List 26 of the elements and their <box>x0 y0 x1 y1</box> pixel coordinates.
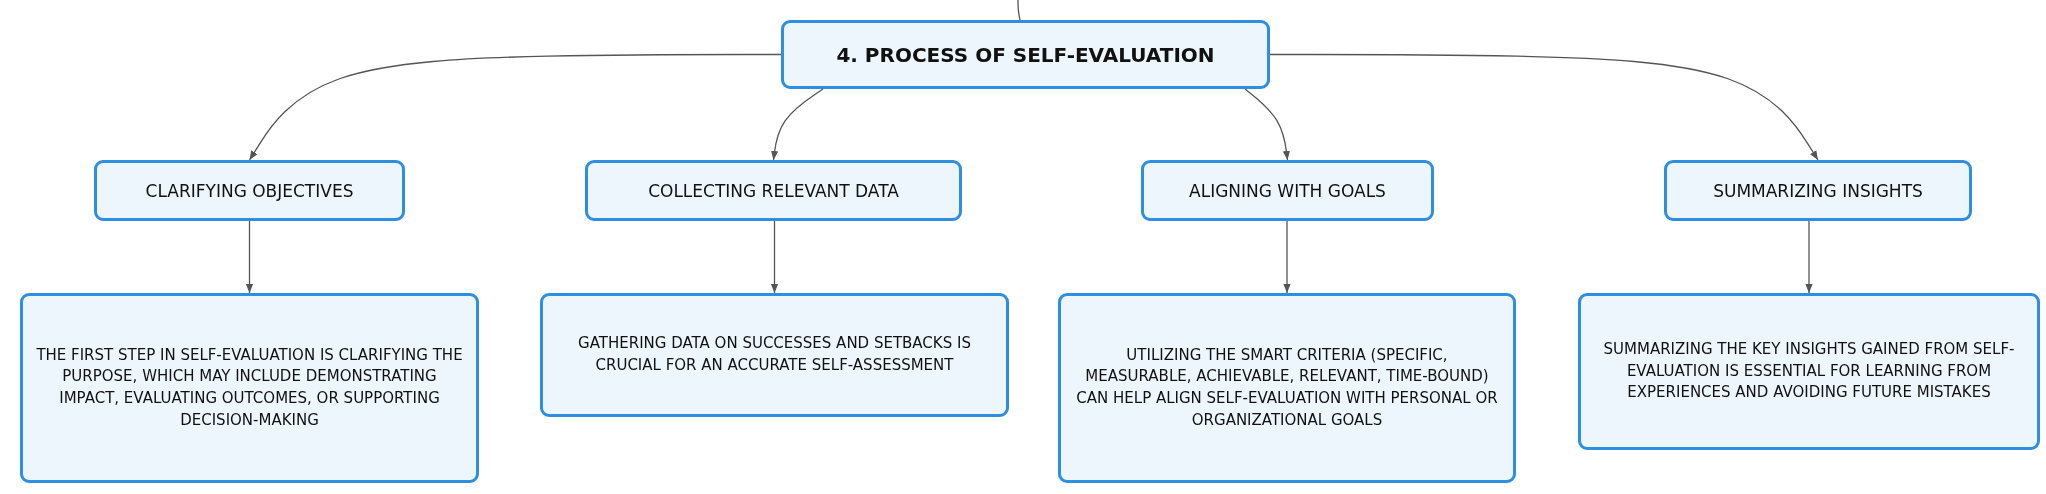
connector-arrow <box>1269 53 1819 161</box>
detail-box <box>1058 293 1516 483</box>
subtopic-box <box>1664 160 1972 221</box>
connector-arrow <box>248 53 782 161</box>
description-text: UTILIZING THE SMART CRITERIA (SPECIFIC, MEASURABLE, ACHIEVABLE, RELEVANT, TIME-BOUND) CAN HELP ALIGN SELF-EVALUATION WITH PERSONAL OR ORGANIZATIONAL GOALS <box>1075 344 1499 431</box>
description-text: THE FIRST STEP IN SELF-EVALUATION IS CLARIFYING THE PURPOSE, WHICH MAY INCLUDE DEMONSTRATING IMPACT, EVALUATING OUTCOMES, OR SUPPORTING DECISION-MAKING <box>35 344 464 431</box>
subtopic-box <box>1141 160 1434 221</box>
connector-arrow <box>771 88 824 161</box>
topic-title: COLLECTING RELEVANT DATA <box>648 180 899 201</box>
connector-arrow <box>1283 220 1291 294</box>
topic-title: 4. PROCESS OF SELF-EVALUATION <box>836 42 1215 67</box>
detail-box <box>540 293 1009 417</box>
connector-arrow <box>1244 88 1290 161</box>
description-text: GATHERING DATA ON SUCCESSES AND SETBACKS IS CRUCIAL FOR AN ACCURATE SELF-ASSESSMENT <box>577 333 972 376</box>
detail-box <box>20 293 479 483</box>
connector-arrow <box>245 220 254 294</box>
topic-title: CLARIFYING OBJECTIVES <box>145 180 354 201</box>
detail-box <box>1578 293 2040 450</box>
topic-title: ALIGNING WITH GOALS <box>1189 180 1386 201</box>
topic-title: SUMMARIZING INSIGHTS <box>1713 180 1923 201</box>
connector-arrow <box>770 220 779 294</box>
central-topic-box <box>781 20 1270 89</box>
subtopic-box <box>585 160 962 221</box>
description-text: SUMMARIZING THE KEY INSIGHTS GAINED FROM SELF-EVALUATION IS ESSENTIAL FOR LEARNING FROM EXPERIENCES AND AVOIDING FUTURE MISTAKES <box>1602 338 2016 404</box>
connector-arrow <box>1805 220 1813 294</box>
subtopic-box <box>94 160 405 221</box>
